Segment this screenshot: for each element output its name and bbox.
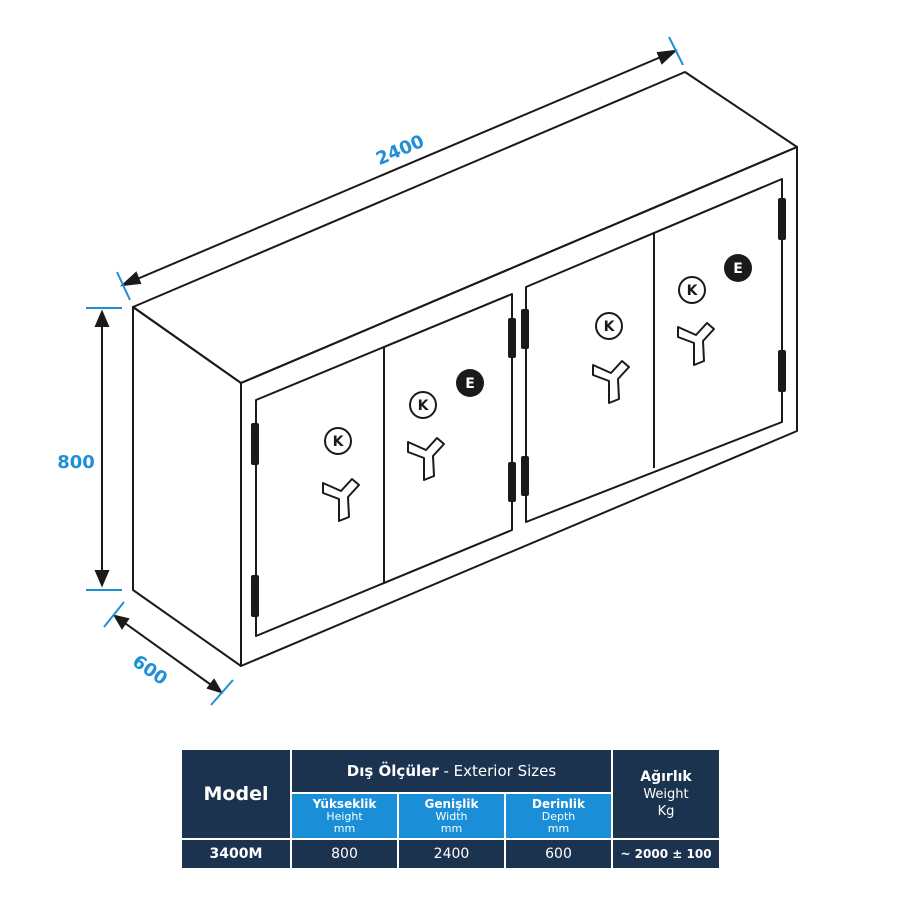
left-door-frame [255, 293, 513, 637]
svg-text:K: K [604, 319, 616, 335]
depth-label: 600 [128, 651, 171, 690]
hinge [521, 309, 529, 349]
hinge [778, 198, 786, 240]
hinge [251, 423, 259, 465]
key-lock-icon: K [678, 276, 706, 304]
hinge [521, 456, 529, 496]
svg-text:E: E [465, 376, 475, 392]
handle-icon [592, 360, 630, 404]
hinge [251, 575, 259, 617]
svg-text:K: K [418, 398, 430, 414]
handle-icon [407, 437, 445, 481]
arrowhead [206, 678, 224, 694]
exterior-header-tr: Dış Ölçüler [346, 762, 439, 780]
key-lock-icon: K [324, 427, 352, 455]
handle-icon [677, 322, 715, 366]
extension-tick [116, 271, 131, 301]
right-door-frame [525, 178, 783, 523]
svg-text:K: K [687, 283, 699, 299]
spec-table: Model Dış Ölçüler - Exterior Sizes Ağırl… [180, 748, 721, 870]
arrowhead [656, 49, 678, 65]
cabinet-side-face [132, 306, 242, 667]
handle-icon [322, 478, 360, 522]
exterior-header-sep: - [438, 762, 454, 780]
electronic-lock-icon: E [456, 369, 484, 397]
weight-cell: ~ 2000 ± 100 [611, 838, 721, 870]
weight-header-en: Weight [643, 786, 689, 802]
exterior-header-en: Exterior Sizes [453, 762, 557, 780]
exterior-sizes-header: Dış Ölçüler - Exterior Sizes [290, 748, 613, 794]
hinge [508, 462, 516, 502]
svg-text:E: E [733, 261, 743, 277]
height-label: 800 [57, 452, 95, 473]
weight-header: Ağırlık Weight Kg [611, 748, 721, 840]
hinges [251, 198, 786, 617]
electronic-lock-icon: E [724, 254, 752, 282]
width-label: 2400 [373, 131, 427, 170]
extension-tick [103, 601, 125, 628]
height-cell: 800 [290, 838, 399, 870]
key-lock-icon: K [595, 312, 623, 340]
width-cell: 2400 [397, 838, 506, 870]
hinge [508, 318, 516, 358]
key-lock-icon: K [409, 391, 437, 419]
arrowhead [94, 570, 110, 588]
cabinet-front-face [240, 146, 798, 667]
svg-text:K: K [333, 434, 345, 450]
table-row: 3400M 800 2400 600 ~ 2000 ± 100 [180, 838, 721, 870]
arrowhead [120, 271, 142, 287]
safe-cabinet-drawing: K K K K E E [57, 36, 798, 706]
extension-tick [668, 36, 684, 66]
arrowhead [112, 614, 130, 630]
model-cell: 3400M [180, 838, 292, 870]
extension-tick [210, 679, 234, 706]
weight-unit: Kg [657, 803, 675, 819]
width-dimension-line [122, 50, 676, 286]
depth-cell: 600 [504, 838, 613, 870]
arrowhead [94, 309, 110, 327]
depth-dimension-line [114, 615, 222, 693]
hinge [778, 350, 786, 392]
model-header: Model [180, 748, 292, 840]
weight-header-tr: Ağırlık [640, 768, 692, 785]
